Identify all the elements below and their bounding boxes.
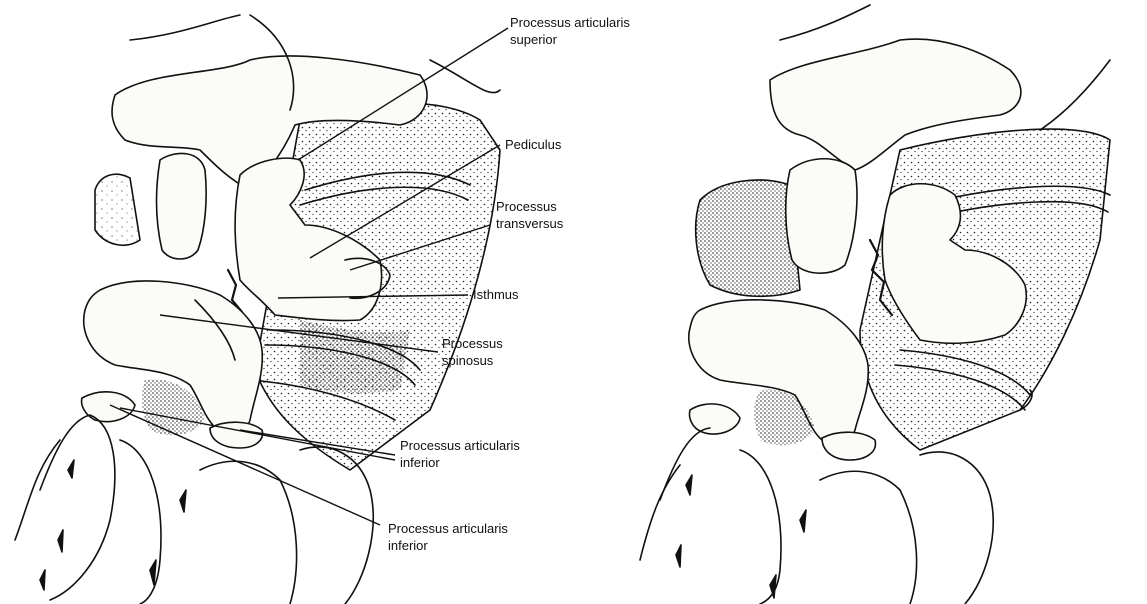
label-processus-transversus: Processus transversus	[496, 198, 563, 232]
label-processus-spinosus: Processus spinosus	[442, 335, 503, 369]
label-pediculus: Pediculus	[505, 136, 561, 153]
upper-pillar-left	[156, 153, 206, 259]
label-processus-articularis-inferior-2: Processus articularis inferior	[388, 520, 508, 554]
right-vertebra-drawing	[640, 5, 1110, 604]
label-processus-articularis-inferior-1: Processus articularis inferior	[400, 437, 520, 471]
left-vertebra-drawing	[15, 15, 500, 604]
label-isthmus: Isthmus	[473, 286, 519, 303]
label-processus-articularis-superior: Processus articularis superior	[510, 14, 630, 48]
upper-pillar-right	[786, 159, 857, 273]
